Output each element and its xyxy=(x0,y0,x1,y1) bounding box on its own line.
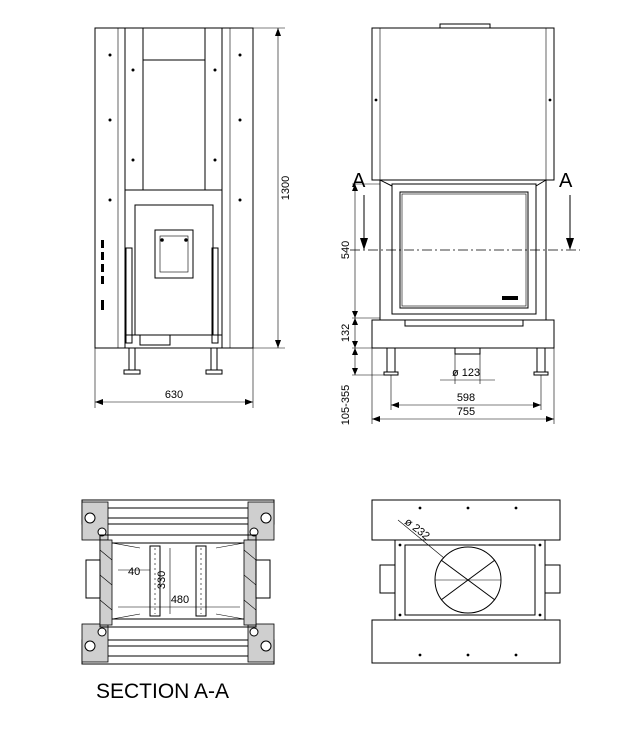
base-height-dim: 132 xyxy=(340,324,352,342)
section-dim-330: 330 xyxy=(156,571,168,589)
flue-dim: ø 123 xyxy=(452,367,480,379)
section-view: 40 330 480 SECTION A-A xyxy=(81,499,275,703)
leg-span-dim: 598 xyxy=(457,392,475,404)
glass-height-dim: 540 xyxy=(340,241,352,259)
total-width-dim: 755 xyxy=(457,406,475,418)
top-view: ø 232 xyxy=(371,499,561,664)
leg-height-dim: 105-355 xyxy=(340,385,352,425)
section-dim-40: 40 xyxy=(128,566,140,578)
side-view: 1300 630 xyxy=(94,27,292,408)
side-width-dim: 630 xyxy=(165,389,183,401)
section-dim-480: 480 xyxy=(171,594,189,606)
section-mark-right: A xyxy=(559,170,573,192)
side-height-dim: 1300 xyxy=(280,176,292,200)
section-title: SECTION A-A xyxy=(96,680,229,703)
flue-diameter-dim: ø 232 xyxy=(402,516,432,543)
front-view: A A 540 132 105-355 ø 123 598 xyxy=(340,23,580,425)
